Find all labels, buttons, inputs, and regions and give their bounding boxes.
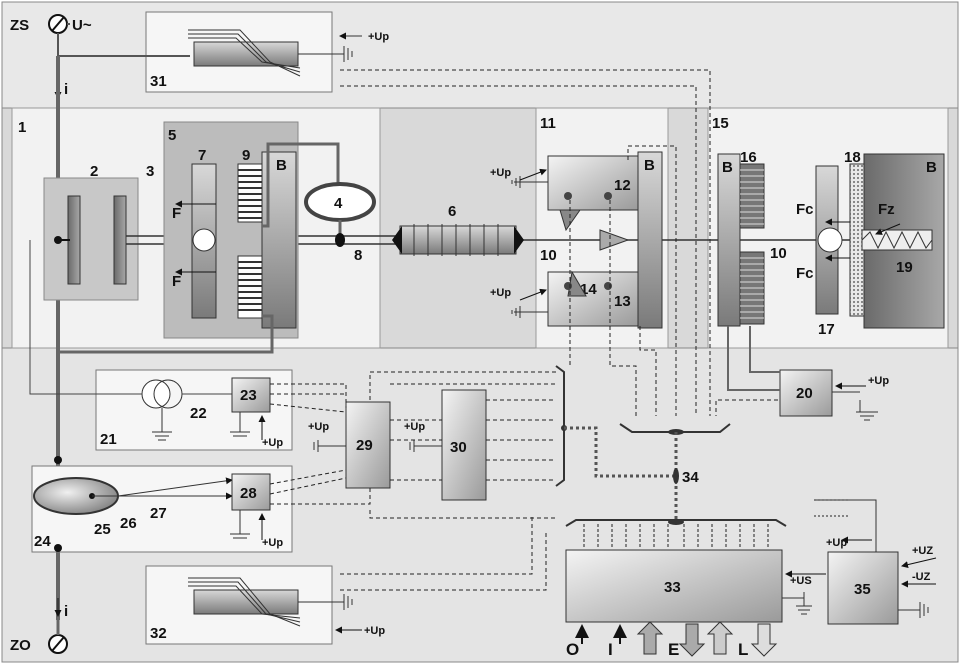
up-label-23: +Up: [262, 437, 283, 449]
label-17: 17: [818, 321, 835, 338]
label-25: 25: [94, 521, 111, 538]
coil-upper: [237, 163, 263, 223]
up-label-28: +Up: [262, 537, 283, 549]
block-29: [345, 401, 391, 489]
label-13: 13: [614, 293, 631, 310]
label-19: 19: [896, 259, 913, 276]
pole-label-18: B: [926, 159, 937, 176]
sensor-31-core: [193, 41, 299, 67]
up-label-20: +Up: [868, 375, 889, 387]
force-fc-lower: Fc: [796, 265, 814, 282]
up-label-30: +Up: [404, 421, 425, 433]
label-6: 6: [448, 203, 456, 220]
magnet-15: [717, 153, 741, 327]
block-23: [231, 377, 271, 413]
label-1: 1: [18, 119, 26, 136]
up-label-31: +Up: [368, 31, 389, 43]
label-15: 15: [712, 115, 729, 132]
label-8: 8: [354, 247, 362, 264]
label-31: 31: [150, 73, 167, 90]
label-2: 2: [90, 163, 98, 180]
force-label-upper: F: [172, 205, 181, 222]
block-13: [547, 271, 639, 327]
label-32: 32: [150, 625, 167, 642]
label-29: 29: [356, 437, 373, 454]
us-label: +US: [790, 575, 812, 587]
label-11: 11: [540, 115, 556, 132]
label-34: 34: [682, 469, 699, 486]
label-24: 24: [34, 533, 51, 550]
block-30: [441, 389, 487, 501]
block-20: [779, 369, 833, 417]
plate-right: [113, 195, 127, 285]
label-4: 4: [334, 195, 343, 212]
label-23: 23: [240, 387, 257, 404]
label-7: 7: [198, 147, 206, 164]
up-label-29: +Up: [308, 421, 329, 433]
coil-lower: [237, 255, 263, 319]
output-arrow-2: [678, 623, 706, 657]
source-22-a: [141, 379, 171, 409]
terminal-top-voltage: U~: [72, 17, 92, 34]
up-label-13: +Up: [490, 287, 511, 299]
label-12: 12: [614, 177, 631, 194]
label-9: 9: [242, 147, 250, 164]
pole-label-15: B: [722, 159, 733, 176]
coupling-6: [399, 225, 517, 255]
bus-34: [564, 426, 678, 524]
force-fz: Fz: [878, 201, 895, 218]
output-l-label: L: [738, 640, 748, 659]
force-label-lower: F: [172, 273, 181, 290]
block-35: [827, 551, 899, 625]
signal-lines-left: [269, 69, 778, 591]
current-label-bottom: i: [64, 603, 68, 620]
force-fc-upper: Fc: [796, 201, 814, 218]
up-label-35: +Up: [826, 537, 847, 549]
label-10-left: 10: [540, 247, 557, 264]
label-10-right: 10: [770, 245, 787, 262]
uz-plus-label: +UZ: [912, 545, 933, 557]
sensor-32-core: [193, 589, 299, 615]
label-35: 35: [854, 581, 871, 598]
rotor-hub: [192, 228, 216, 252]
block-12: [547, 155, 639, 211]
output-arrow-4: [750, 623, 778, 657]
rotor-17-hub: [817, 227, 843, 253]
label-26: 26: [120, 515, 137, 532]
label-30: 30: [450, 439, 467, 456]
label-3: 3: [146, 163, 154, 180]
terminal-bottom-id: ZO: [10, 637, 31, 654]
pole-label-5: B: [276, 157, 287, 174]
label-18: 18: [844, 149, 861, 166]
magnet-11: [637, 151, 663, 329]
label-33: 33: [664, 579, 681, 596]
label-5: 5: [168, 127, 176, 144]
block-28: [231, 473, 271, 511]
input-arrow-3: [706, 621, 734, 655]
label-20: 20: [796, 385, 813, 402]
block-33: [565, 549, 783, 623]
label-22: 22: [190, 405, 207, 422]
label-28: 28: [240, 485, 257, 502]
coil-16-upper: [739, 163, 765, 229]
label-27: 27: [150, 505, 167, 522]
bus-drops: [583, 524, 769, 548]
uz-minus-label: -UZ: [912, 571, 931, 583]
current-label-top: i: [64, 81, 68, 98]
input-arrow-1: [636, 621, 664, 655]
label-21: 21: [100, 431, 117, 448]
output-o-label: O: [566, 640, 579, 659]
label-16: 16: [740, 149, 757, 166]
terminal-top-id: ZS: [10, 17, 29, 34]
output-e-label: E: [668, 640, 679, 659]
pole-label-11: B: [644, 157, 655, 174]
up-label-12: +Up: [490, 167, 511, 179]
up-label-32: +Up: [364, 625, 385, 637]
output-i-label: I: [608, 640, 613, 659]
